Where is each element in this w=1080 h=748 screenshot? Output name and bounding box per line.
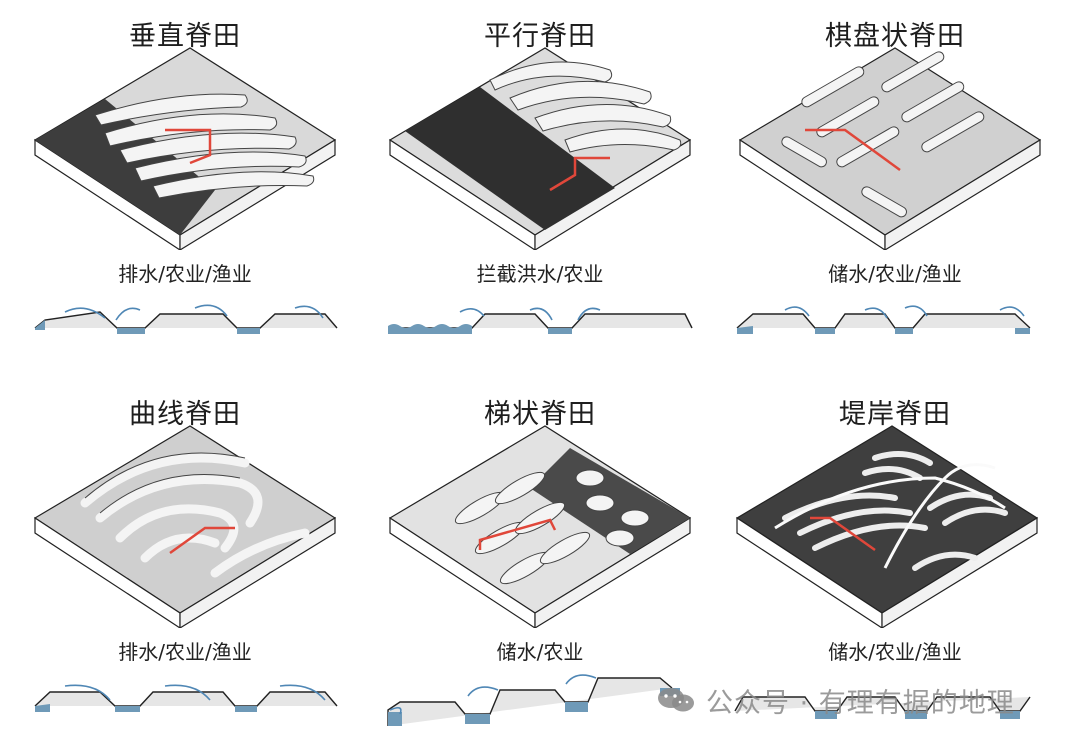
panel-caption: 储水/农业/渔业 — [828, 640, 962, 664]
watermark-text: 公众号 · 有理有据的地理 — [706, 687, 1015, 719]
cross-section — [34, 684, 338, 712]
panel-caption: 储水/农业 — [496, 640, 584, 664]
panel-parallel-ridges: 平行脊田 拦截洪水/农业 — [360, 0, 720, 370]
panel-title: 堤岸脊田 — [839, 399, 951, 430]
panel-embankment-ridges: 堤岸脊田 储水/农业/渔业 — [715, 378, 1075, 748]
panel-curved-ridges: 曲线脊田 排水/农业/渔业 — [5, 378, 365, 748]
panel-vertical-ridges: 垂直脊田 排水/农业/渔业 — [5, 0, 365, 370]
panel-caption: 排水/农业/渔业 — [118, 640, 252, 664]
panel-title: 梯状脊田 — [484, 399, 596, 430]
watermark: 公众号 · 有理有据的地理 — [656, 680, 1015, 720]
panel-title: 垂直脊田 — [129, 21, 241, 52]
panel-title: 曲线脊田 — [129, 399, 241, 430]
terrain-block-diagram — [735, 425, 1039, 628]
terrain-block-diagram — [388, 425, 692, 628]
terrain-block-diagram — [388, 47, 692, 250]
panel-title: 棋盘状脊田 — [825, 21, 965, 52]
panel-caption: 储水/农业/渔业 — [828, 262, 962, 286]
wechat-icon — [658, 688, 694, 712]
cross-section — [387, 674, 680, 726]
cross-section — [388, 307, 693, 334]
panel-title: 平行脊田 — [484, 21, 596, 52]
cross-section — [34, 304, 338, 334]
panel-ladder-ridges: 梯状脊田 储水/农业 — [360, 378, 720, 748]
terrain-block-diagram — [738, 47, 1042, 250]
terrain-block-diagram — [33, 47, 337, 250]
panel-caption: 拦截洪水/农业 — [476, 262, 604, 286]
panel-checkerboard-ridges: 棋盘状脊田 储水/农业/渔业 — [715, 0, 1075, 370]
cross-section — [734, 696, 1031, 719]
terrain-block-diagram — [33, 425, 337, 628]
cross-section — [736, 305, 1031, 334]
panel-caption: 排水/农业/渔业 — [118, 262, 252, 286]
